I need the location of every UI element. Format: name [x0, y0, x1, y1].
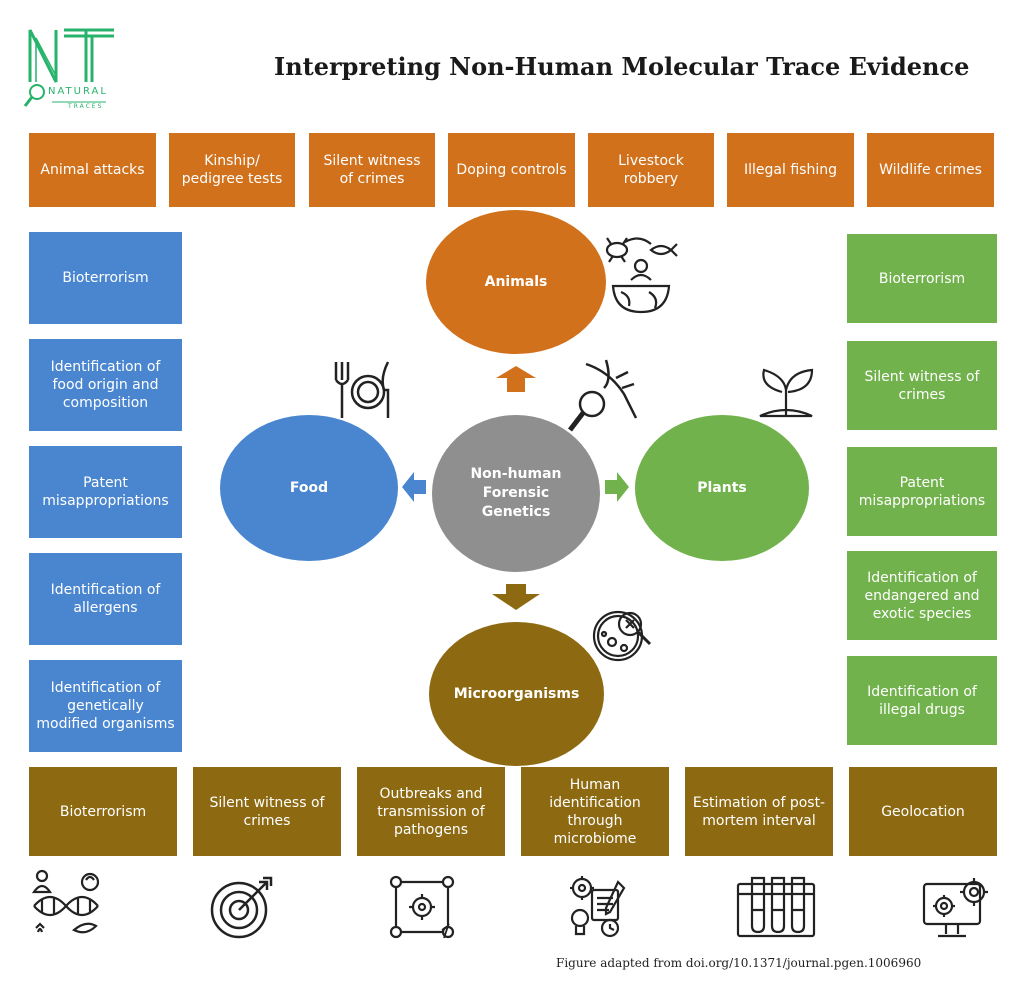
- logo: NATURAL TRACES: [22, 24, 122, 114]
- bottom-box: Bioterrorism: [29, 767, 177, 856]
- left-box: Identification of allergens: [29, 553, 182, 645]
- food-circle: Food: [220, 415, 398, 561]
- test-tubes-icon: [736, 876, 816, 938]
- animals-circle: Animals: [426, 210, 606, 354]
- top-box: Livestock robbery: [588, 133, 714, 207]
- process-flow-icon: [389, 875, 455, 939]
- left-box: Identification of genetically modified o…: [29, 660, 182, 752]
- top-box: Doping controls: [448, 133, 575, 207]
- bottom-box: Estimation of post-mortem interval: [685, 767, 833, 856]
- bottom-box: Silent witness of crimes: [193, 767, 341, 856]
- right-box: Silent witness of crimes: [847, 341, 997, 430]
- target-icon: [210, 876, 273, 939]
- bottom-box: Human identification through microbiome: [521, 767, 669, 856]
- arrow-up-icon: [496, 366, 536, 392]
- dna-organisms-icon: [31, 869, 100, 934]
- left-box: Identification of food origin and compos…: [29, 339, 182, 431]
- right-box: Bioterrorism: [847, 234, 997, 323]
- left-box: Patent misappropriations: [29, 446, 182, 538]
- right-box: Identification of illegal drugs: [847, 656, 997, 745]
- animal-globe-icon: [605, 237, 678, 314]
- petri-dish-icon: [592, 610, 652, 662]
- top-box: Kinship/ pedigree tests: [169, 133, 295, 207]
- left-box: Bioterrorism: [29, 232, 182, 324]
- right-box: Identification of endangered and exotic …: [847, 551, 997, 640]
- arrow-right-icon: [605, 472, 629, 502]
- fork-plate-icon: [334, 361, 390, 418]
- analysis-gears-icon: [570, 876, 626, 938]
- top-box: Animal attacks: [29, 133, 156, 207]
- dna-magnifier-icon: [568, 359, 638, 432]
- logo-line1: NATURAL: [48, 86, 108, 97]
- top-box: Wildlife crimes: [867, 133, 994, 207]
- sprout-icon: [759, 368, 814, 418]
- center-circle: Non-human Forensic Genetics: [432, 415, 600, 572]
- top-box: Silent witness of crimes: [309, 133, 435, 207]
- logo-line2: TRACES: [68, 103, 104, 110]
- right-box: Patent misappropriations: [847, 447, 997, 536]
- page-title: Interpreting Non-Human Molecular Trace E…: [274, 52, 970, 81]
- top-box: Illegal fishing: [727, 133, 854, 207]
- logo-graphic: [23, 28, 114, 107]
- arrow-left-icon: [402, 472, 426, 502]
- microorganisms-circle: Microorganisms: [429, 622, 604, 766]
- bottom-box: Outbreaks and transmission of pathogens: [357, 767, 505, 856]
- figure-caption: Figure adapted from doi.org/10.1371/jour…: [556, 956, 922, 970]
- computer-gears-icon: [922, 878, 988, 938]
- bottom-box: Geolocation: [849, 767, 997, 856]
- plants-circle: Plants: [635, 415, 809, 561]
- arrow-down-icon: [492, 584, 540, 610]
